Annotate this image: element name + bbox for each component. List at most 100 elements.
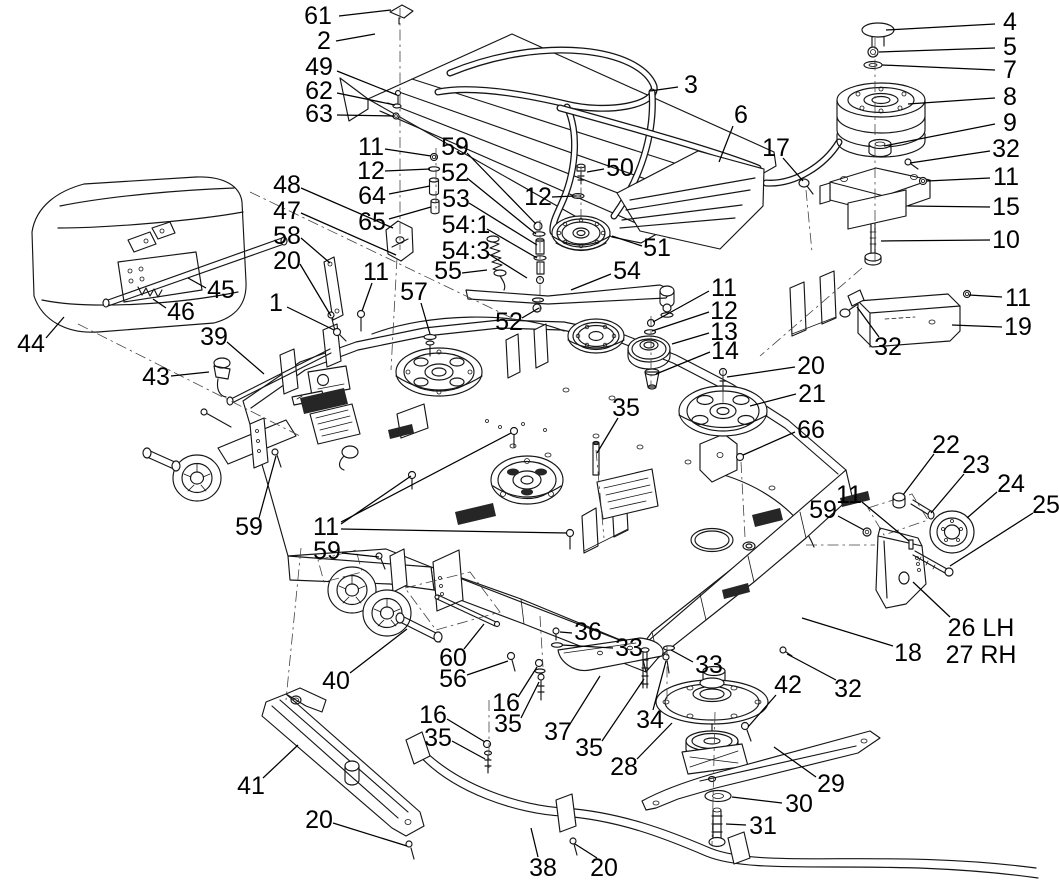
callout-3: 3 — [684, 71, 698, 99]
callout-62: 62 — [305, 77, 333, 105]
callout-21: 21 — [798, 380, 826, 408]
callout-11: 11 — [993, 163, 1019, 191]
leader-line-22 — [902, 453, 935, 496]
leader-line-23 — [930, 473, 965, 514]
leader-line-54-1 — [486, 228, 538, 259]
callout-33: 33 — [615, 634, 643, 662]
leader-line-18 — [801, 617, 894, 647]
leader-line-44 — [45, 316, 65, 339]
callout-54: 54 — [613, 257, 641, 285]
callout-25: 25 — [1032, 491, 1059, 519]
callout-54-3: 54:3 — [442, 237, 491, 265]
leader-line-56 — [466, 660, 509, 676]
callout-38: 38 — [529, 854, 557, 882]
callout-47: 47 — [273, 197, 301, 225]
callout-48: 48 — [273, 171, 301, 199]
callout-59: 59 — [809, 496, 837, 524]
leader-line-26-LH — [912, 581, 951, 618]
leader-line-59 — [341, 552, 380, 558]
callout-59: 59 — [313, 537, 341, 565]
leader-line-53 — [468, 202, 538, 246]
leader-line-42 — [747, 694, 777, 728]
callout-50: 50 — [606, 154, 634, 182]
gauge-wheels-and-rollers — [142, 408, 516, 672]
clutch-assembly — [798, 22, 931, 266]
leader-line-58 — [300, 237, 331, 264]
callout-8: 8 — [1003, 83, 1017, 111]
leader-line-39 — [226, 341, 265, 375]
callout-54-1: 54:1 — [442, 211, 491, 239]
leader-line-25 — [949, 512, 1034, 567]
leader-line-46 — [152, 298, 167, 309]
leader-line-65 — [388, 206, 432, 220]
callout-61: 61 — [304, 2, 332, 30]
leader-line-47 — [300, 212, 397, 256]
leader-line-33 — [561, 644, 614, 649]
callout-55: 55 — [434, 257, 462, 285]
callout-35: 35 — [575, 734, 603, 762]
leader-line-11 — [652, 290, 710, 323]
leader-line-64 — [388, 185, 431, 195]
leader-line-11 — [361, 282, 373, 312]
callout-20: 20 — [273, 247, 301, 275]
callout-64: 64 — [358, 182, 386, 210]
diagram-line-art — [31, 4, 1039, 879]
leader-line-48 — [300, 187, 394, 229]
callout-29: 29 — [817, 770, 845, 798]
leader-line-66 — [742, 431, 796, 456]
callout-19: 19 — [1004, 313, 1032, 341]
callout-20: 20 — [797, 352, 825, 380]
callout-22: 22 — [932, 431, 960, 459]
callout-41: 41 — [237, 772, 265, 800]
callout-27-RH: 27 RH — [946, 641, 1017, 669]
leader-line-2 — [335, 33, 376, 42]
leader-line-32 — [909, 150, 991, 164]
callout-35: 35 — [494, 710, 522, 738]
leader-line-35 — [451, 740, 486, 760]
callout-1: 1 — [269, 289, 283, 317]
baffle-and-hardware — [482, 452, 793, 774]
belt-cover-right — [616, 150, 765, 250]
leader-line-8 — [907, 97, 996, 105]
callout-18: 18 — [894, 639, 922, 667]
leader-line-9 — [883, 123, 996, 147]
leader-line-12 — [651, 311, 710, 332]
callout-layer: 6124962633645789321115101711126465595253… — [17, 2, 1059, 882]
callout-20: 20 — [590, 854, 618, 882]
leader-line-20 — [574, 843, 598, 859]
channel-bracket — [839, 289, 972, 348]
leader-line-52 — [521, 307, 540, 319]
leader-line-4 — [885, 23, 996, 31]
callout-43: 43 — [142, 363, 170, 391]
leader-line-29 — [773, 746, 817, 778]
pulleys — [395, 215, 768, 505]
leader-line-59 — [466, 152, 537, 225]
leader-line-52 — [466, 177, 537, 235]
callout-52: 52 — [495, 308, 523, 336]
callout-32: 32 — [874, 333, 902, 361]
callout-34: 34 — [636, 706, 664, 734]
leader-line-59 — [837, 515, 865, 531]
callout-2: 2 — [317, 27, 331, 55]
callout-35: 35 — [424, 724, 452, 752]
callout-58: 58 — [273, 222, 301, 250]
leader-line-60 — [463, 623, 485, 650]
leader-line-11 — [384, 148, 432, 157]
callout-23: 23 — [962, 451, 990, 479]
leader-line-28 — [636, 722, 673, 760]
callout-35: 35 — [612, 394, 640, 422]
callout-30: 30 — [785, 790, 813, 818]
leader-line-50 — [586, 168, 605, 173]
leader-line-31 — [725, 823, 747, 826]
leader-line-3 — [649, 86, 679, 92]
leader-line-16 — [517, 666, 538, 698]
leader-line-13 — [671, 332, 710, 345]
callout-59: 59 — [235, 513, 263, 541]
leader-line-34 — [652, 660, 667, 711]
leader-line-1 — [286, 306, 335, 331]
leader-line-6 — [718, 125, 734, 163]
leader-line-14 — [655, 351, 711, 375]
centerlines — [77, 8, 876, 846]
